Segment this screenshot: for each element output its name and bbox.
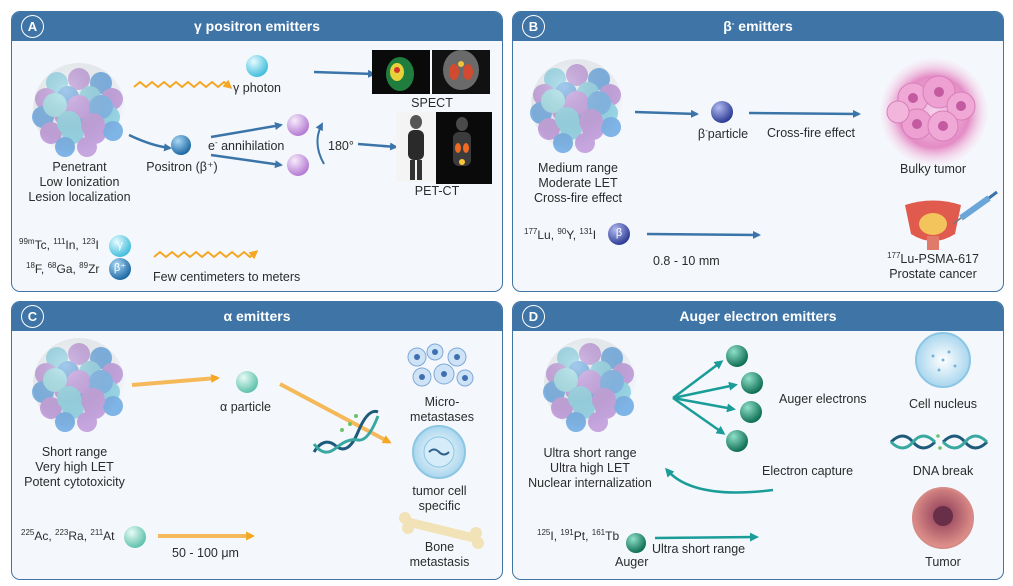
beta-plus-symbol: β⁺ [113,262,127,274]
radionuclide-nucleus-icon [530,59,623,153]
alpha-particle-ball [236,371,258,393]
dna-break-icon [889,434,989,450]
prostate-syringe-icon [905,190,998,250]
panel-b-range-label: 0.8 - 10 mm [653,254,720,268]
panel-d-isotopes: 125I, 191Pt, 161Tb [537,528,620,544]
crossfire-label: Cross-fire effect [767,126,855,140]
spect-images-icon [372,50,490,94]
panel-a-artwork [32,50,492,280]
beta-symbol-ball [608,223,630,245]
pet-ct-images-icon [396,112,492,184]
gamma-photon-label: γ photon [233,81,281,95]
panel-d-letter: D [522,305,545,328]
gamma-photon-ball [246,55,268,77]
panel-a-title: γ positron emitters [193,18,321,34]
alpha-particle-label: α particle [220,400,271,414]
gamma-wave-arrow [133,79,233,89]
panel-gamma-positron-emitters: A γ positron emitters γ photon SPECT e- … [11,11,503,292]
annihilation-label: e- annihilation [208,138,285,154]
auger-electron-ball-1 [726,345,748,367]
auger-symbol-ball [626,533,646,553]
panel-a-isotopes-row2: 18F, 68Ga, 89Zr [26,261,100,277]
annihilation-photon-ball-top [287,114,309,136]
dna-break-label: DNA break [912,464,974,478]
panel-beta-minus-emitters: B β- emitters β-particle Cross-fire effe… [512,11,1004,292]
panel-b-title: β- emitters [723,18,793,34]
alpha-symbol-ball [124,526,146,548]
panel-d-header [513,302,1003,331]
beta-plus-symbol-ball [109,258,131,280]
panel-b-artwork [530,58,998,250]
panel-b-isotopes: 177Lu, 90Y, 131I [524,227,597,243]
bone-icon [399,512,484,549]
positron-label: Positron (β⁺) [146,160,218,174]
pet-ct-label: PET-CT [414,184,460,198]
panel-c-isotopes: 225Ac, 223Ra, 211At [21,528,115,544]
panel-c-letter: C [21,305,44,328]
panel-d-range-label: Ultra short range [652,542,746,556]
spect-arrow [313,69,376,78]
cell-nucleus-label: Cell nucleus [908,397,978,411]
panel-d-title: Auger electron emitters [679,308,837,324]
panel-c-artwork [32,338,484,549]
bulky-tumor-icon [880,58,988,166]
micro-metastases-label: Micro-metastases [410,395,474,424]
auger-electron-ball-2 [741,372,763,394]
spect-label: SPECT [411,96,453,110]
radionuclide-nucleus-icon [543,338,636,432]
panel-b-header [513,12,1003,41]
positron-ball [171,135,191,155]
auger-electron-ball-3 [740,401,762,423]
panel-a-isotopes-row1: 99mTc, 111In, 123I [19,237,99,253]
radionuclide-nucleus-icon [32,338,125,432]
bulky-tumor-label: Bulky tumor [900,162,966,176]
panel-alpha-emitters: C α emitters α particle Micro-metastases… [11,301,503,580]
panel-d-artwork [543,332,989,553]
gamma-symbol-ball [109,235,131,257]
drug-label: 177Lu-PSMA-617 Prostate cancer [887,251,979,282]
tumor-label: Tumor [925,555,961,569]
panel-a-header [12,12,502,41]
beta-symbol: β [615,227,623,239]
panel-c-range-label: 50 - 100 μm [172,546,239,560]
gamma-symbol: γ [117,239,123,251]
beta-particle-label: β-particle [697,126,749,142]
dna-strand-icon [312,409,380,454]
auger-label: Auger [615,555,649,569]
panel-a-letter: A [21,15,44,38]
auger-electron-ball-4 [726,430,748,452]
radionuclide-nucleus-icon [32,63,125,157]
panel-b-letter: B [522,15,545,38]
panel-a-range-label: Few centimeters to meters [153,270,301,284]
panel-c-title: α emitters [223,308,291,324]
tumor-cell-icon [412,425,466,479]
cell-nucleus-icon [915,332,971,388]
tumor-icon [912,487,974,549]
micro-metastases-icon [407,343,474,387]
annihilation-photon-ball-bottom [287,154,309,176]
panel-c-header [12,302,502,331]
beta-particle-ball [711,101,733,123]
electron-capture-label: Electron capture [762,464,854,478]
auger-electrons-label: Auger electrons [779,392,867,406]
panel-auger-electron-emitters: D Auger electron emitters Auger electron… [512,301,1004,580]
angle-label: 180° [328,139,354,153]
range-wave-arrow [153,250,259,260]
